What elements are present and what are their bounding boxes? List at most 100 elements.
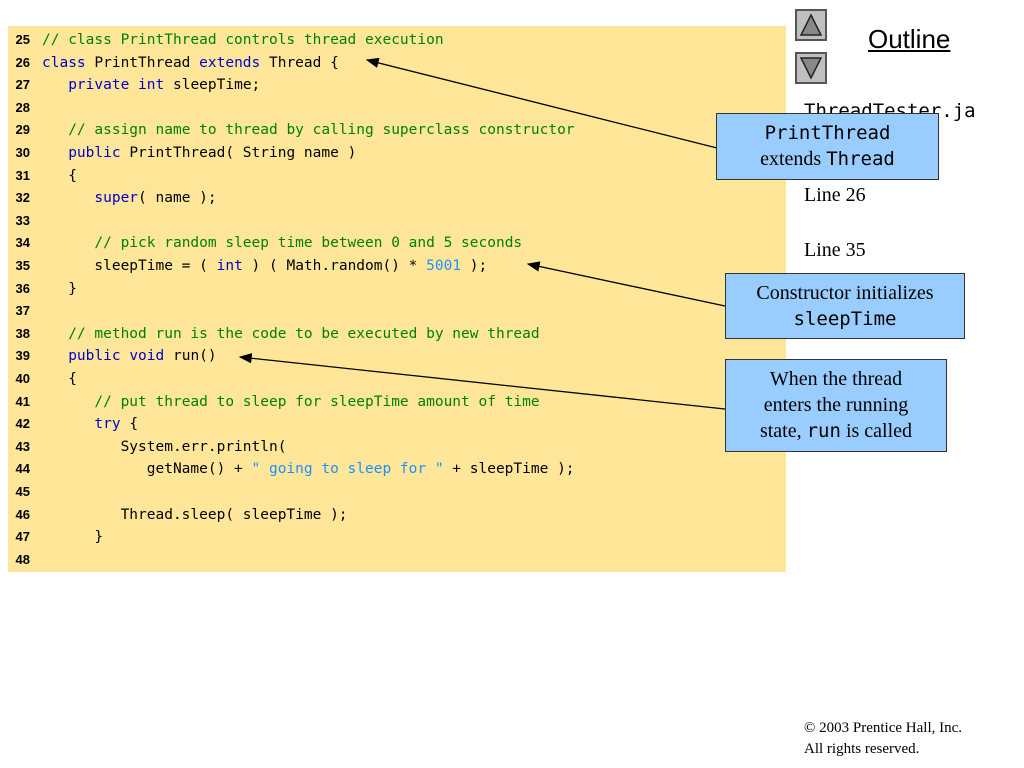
- line-number: 41: [15, 393, 30, 409]
- callout-text: Constructor initializes: [756, 282, 934, 304]
- callout-code: Thread: [826, 148, 895, 170]
- code-token: " going to sleep for ": [251, 461, 444, 478]
- code-token: + sleepTime );: [443, 461, 575, 478]
- code-token: {: [42, 371, 77, 387]
- callout-text: When the thread: [769, 368, 903, 390]
- line-number: 27: [15, 77, 30, 93]
- code-token: }: [42, 280, 77, 297]
- line-number: 28: [15, 99, 30, 115]
- code-token: public: [68, 348, 121, 365]
- line-number: 39: [15, 348, 30, 364]
- callout-text: enters the running: [763, 394, 909, 416]
- code-listing: 25 // class PrintThread controls thread e…: [8, 26, 786, 572]
- code-text: try {: [42, 413, 138, 435]
- code-token: );: [461, 258, 488, 274]
- line-number: 33: [15, 212, 30, 228]
- code-token: PrintThread: [85, 54, 200, 71]
- code-token: try: [94, 416, 121, 433]
- code-token: ) ( Math.random() *: [242, 258, 427, 274]
- line-number: 37: [15, 303, 30, 319]
- code-token: ( name );: [138, 190, 217, 207]
- code-token: {: [120, 416, 139, 433]
- code-token: {: [42, 167, 77, 184]
- arrow-line-26: [365, 57, 718, 149]
- line-number: 29: [15, 122, 30, 138]
- code-text: public PrintThread( String name ): [42, 142, 356, 164]
- code-token: private: [68, 77, 130, 94]
- code-token: Thread {: [260, 54, 339, 71]
- line-number: 38: [15, 325, 30, 341]
- code-text: public void run(): [42, 345, 217, 367]
- line-number: 45: [15, 484, 30, 499]
- code-token: extends: [199, 54, 261, 71]
- line-number: 26: [15, 54, 30, 70]
- code-text: }: [42, 526, 103, 548]
- arrow-line-39: [238, 353, 726, 410]
- callout-run: When the thread enters the running state…: [725, 359, 947, 452]
- code-text: // class PrintThread controls thread exe…: [42, 29, 444, 51]
- code-token: int: [216, 258, 243, 274]
- code-text: {: [42, 165, 77, 187]
- code-text: Thread.sleep( sleepTime );: [42, 504, 348, 526]
- line-number: 30: [15, 145, 30, 160]
- line-number: 36: [15, 280, 30, 296]
- line-reference: Line 26: [804, 184, 866, 206]
- next-slide-button[interactable]: [795, 52, 827, 84]
- code-text: // pick random sleep time between 0 and …: [42, 232, 522, 254]
- code-token: System.err.println(: [42, 438, 287, 455]
- code-text: // put thread to sleep for sleepTime amo…: [42, 391, 540, 413]
- code-token: // put thread to sleep for sleepTime amo…: [94, 393, 540, 410]
- code-text: // method run is the code to be executed…: [42, 323, 540, 345]
- code-text: System.err.println(: [42, 436, 287, 458]
- triangle-up-icon: [799, 13, 823, 36]
- triangle-down-icon: [799, 57, 823, 80]
- code-text: super( name );: [42, 187, 217, 209]
- copyright-text: © 2003 Prentice Hall, Inc.: [804, 720, 963, 736]
- line-number: 42: [15, 416, 30, 432]
- line-number: 32: [15, 190, 30, 206]
- line-number: 48: [15, 551, 30, 567]
- callout-code: sleepTime: [793, 308, 897, 330]
- code-text: sleepTime = ( int ) ( Math.random() * 50…: [42, 255, 487, 277]
- code-token: // method run is the code to be executed…: [68, 325, 540, 342]
- code-token: PrintThread( String name ): [120, 145, 357, 161]
- previous-slide-button[interactable]: [795, 9, 827, 41]
- callout-code: PrintThread: [764, 122, 891, 144]
- outline-link[interactable]: Outline: [868, 24, 951, 54]
- code-text: {: [42, 368, 77, 390]
- code-token: class: [42, 54, 86, 71]
- code-token: sleepTime = (: [42, 258, 217, 274]
- callout-text: state,: [759, 420, 807, 442]
- code-text: private int sleepTime;: [42, 74, 260, 96]
- callout-text: extends: [760, 148, 827, 170]
- code-token: getName() +: [42, 461, 252, 478]
- line-number: 43: [15, 438, 30, 454]
- code-text: class PrintThread extends Thread {: [42, 52, 339, 74]
- line-number: 31: [15, 167, 30, 183]
- code-token: // assign name to thread by calling supe…: [68, 122, 575, 139]
- code-token: run(): [164, 348, 217, 365]
- code-token: super: [94, 190, 139, 207]
- line-number: 47: [15, 529, 30, 545]
- line-number: 46: [15, 506, 30, 522]
- line-number: 25: [15, 32, 30, 47]
- code-token: void: [129, 348, 165, 365]
- code-text: getName() + " going to sleep for " + sle…: [42, 458, 575, 480]
- arrow-line-35: [526, 261, 726, 307]
- code-text: }: [42, 278, 77, 300]
- code-token: public: [68, 145, 121, 161]
- callout-text: is called: [840, 420, 913, 442]
- code-token: }: [42, 529, 104, 546]
- line-reference: Line 35: [804, 239, 866, 261]
- code-token: // pick random sleep time between 0 and …: [94, 235, 523, 252]
- callout-code: run: [806, 420, 841, 442]
- line-number: 40: [15, 371, 30, 386]
- code-token: 5001: [426, 258, 462, 274]
- code-token: Thread.sleep( sleepTime );: [42, 506, 348, 523]
- code-token: sleepTime;: [164, 77, 261, 94]
- callout-printthread: PrintThread extends Thread: [716, 113, 939, 180]
- code-text: // assign name to thread by calling supe…: [42, 119, 575, 141]
- callout-constructor: Constructor initializes sleepTime: [725, 273, 965, 339]
- code-token: int: [138, 77, 165, 94]
